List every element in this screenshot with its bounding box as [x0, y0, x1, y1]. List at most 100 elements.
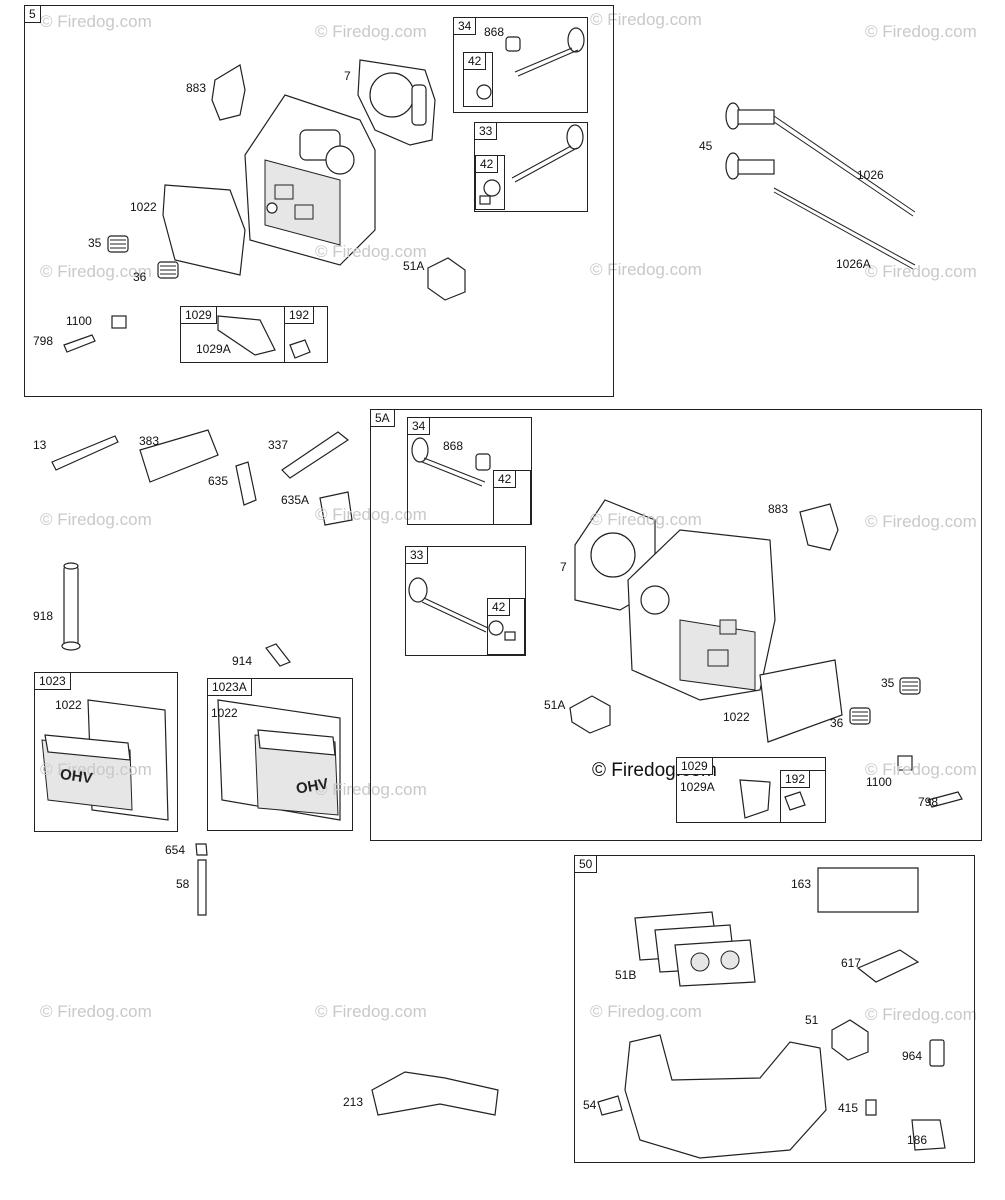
- nut-654: [195, 843, 208, 856]
- spacer-964: [929, 1039, 945, 1067]
- frame-42b: 42: [475, 155, 505, 210]
- tag-1023A: 1023A: [208, 679, 252, 696]
- rocker-1029a: [217, 315, 276, 356]
- frame-34a: 34: [453, 17, 588, 113]
- watermark: © Firedog.com: [315, 242, 427, 261]
- plug-337: [281, 431, 350, 479]
- part-label: 45: [699, 139, 713, 153]
- part-label: 1022: [55, 698, 82, 712]
- tag-1029b: 1029: [677, 758, 713, 775]
- spring-36b: [849, 707, 871, 725]
- part-label: 918: [33, 609, 54, 623]
- gasket-163: [817, 867, 919, 913]
- watermark: © Firedog.com: [865, 262, 977, 281]
- part-label: 883: [768, 502, 789, 516]
- bracket-1100a: [111, 315, 127, 329]
- watermark: © Firedog.com: [590, 260, 702, 279]
- frame-192b: 192: [780, 770, 826, 823]
- bracket-1100b: [897, 755, 913, 771]
- part-label: 58: [176, 877, 190, 891]
- watermark: © Firedog.com: [40, 262, 152, 281]
- part-label: 415: [838, 1101, 859, 1115]
- cylinder-head-b: [627, 529, 776, 701]
- spring-35a: [107, 235, 129, 253]
- exhaust-manifold: [624, 1034, 827, 1159]
- bolt-798b: [927, 791, 963, 808]
- frame-1023A: 1023A: [207, 678, 353, 831]
- frame-1023: 1023: [34, 672, 178, 832]
- tag-192a: 192: [285, 307, 315, 324]
- part-label: 868: [484, 25, 505, 39]
- section-5-tag: 5: [25, 6, 41, 23]
- part-label: 914: [232, 654, 253, 668]
- part-label: 1100: [866, 775, 892, 789]
- gasket-51: [831, 1019, 869, 1061]
- frame-33a: 33: [474, 122, 588, 212]
- section-50-frame: 50: [574, 855, 975, 1163]
- section-5-frame: 5: [24, 5, 614, 397]
- cylinder-head-a: [244, 94, 376, 266]
- part-label: 1022: [130, 200, 157, 214]
- tag-34b: 34: [408, 418, 431, 435]
- frame-42a: 42: [463, 52, 493, 107]
- valve-cover-1023A: [217, 699, 341, 821]
- part-label: 798: [33, 334, 54, 348]
- tag-192b: 192: [781, 771, 811, 788]
- part-label: 213: [343, 1095, 364, 1109]
- part-label: 7: [344, 69, 351, 83]
- watermark: © Firedog.com: [40, 1002, 152, 1021]
- part-label: 654: [165, 843, 186, 857]
- watermark: © Firedog.com: [590, 510, 702, 529]
- frame-33b: 33: [405, 546, 526, 656]
- part-label: 1022: [211, 706, 238, 720]
- part-label: 635A: [281, 493, 310, 507]
- part-label: 868: [443, 439, 464, 453]
- boot-635A: [319, 491, 353, 526]
- frame-192a: 192: [284, 306, 328, 363]
- frame-1029a: 1029: [180, 306, 328, 363]
- part-label: 1100: [66, 314, 92, 328]
- watermark: © Firedog.com: [40, 12, 152, 31]
- rocker-1029b: [739, 779, 771, 819]
- part-label: 51B: [615, 968, 637, 982]
- tag-42c: 42: [494, 471, 517, 488]
- cover-gasket-b: [759, 659, 843, 743]
- plug-415: [865, 1099, 877, 1116]
- part-label: 1022: [723, 710, 750, 724]
- screw-914: [265, 643, 291, 667]
- tag-33b: 33: [406, 547, 429, 564]
- section-5A-frame: 5A: [370, 409, 982, 841]
- gasket-51Aa: [427, 257, 466, 301]
- bracket-213: [371, 1071, 499, 1116]
- tag-42d: 42: [488, 599, 511, 616]
- gasket-883a: [211, 64, 246, 121]
- valve-33a: [479, 124, 584, 205]
- part-label: 35: [881, 676, 895, 690]
- tag-34a: 34: [454, 18, 477, 35]
- part-label: 337: [268, 438, 289, 452]
- part-label: 635: [208, 474, 229, 488]
- watermark: © Firedog.com: [865, 22, 977, 41]
- part-label: 54: [583, 1098, 597, 1112]
- gasket-51B: [634, 911, 756, 987]
- part-label: 51A: [544, 698, 566, 712]
- part-label: 36: [830, 716, 844, 730]
- section-5A-tag: 5A: [371, 410, 395, 427]
- bolt-13: [51, 435, 119, 471]
- tag-42a: 42: [464, 53, 487, 70]
- watermark: © Firedog.com: [590, 10, 702, 29]
- valve-34a: [476, 27, 585, 100]
- watermark: © Firedog.com: [865, 512, 977, 531]
- part-label: 883: [186, 81, 207, 95]
- part-label: 617: [841, 956, 862, 970]
- part-label: 1026A: [836, 257, 871, 271]
- watermark: © Firedog.com: [315, 1002, 427, 1021]
- frame-42d: 42: [487, 598, 525, 655]
- frame-42c: 42: [493, 470, 531, 525]
- cover-gasket-a: [162, 184, 246, 276]
- part-label: 186: [907, 1133, 928, 1147]
- watermark: © Firedog.com: [590, 1002, 702, 1021]
- tag-33a: 33: [475, 123, 498, 140]
- part-label: 798: [918, 795, 939, 809]
